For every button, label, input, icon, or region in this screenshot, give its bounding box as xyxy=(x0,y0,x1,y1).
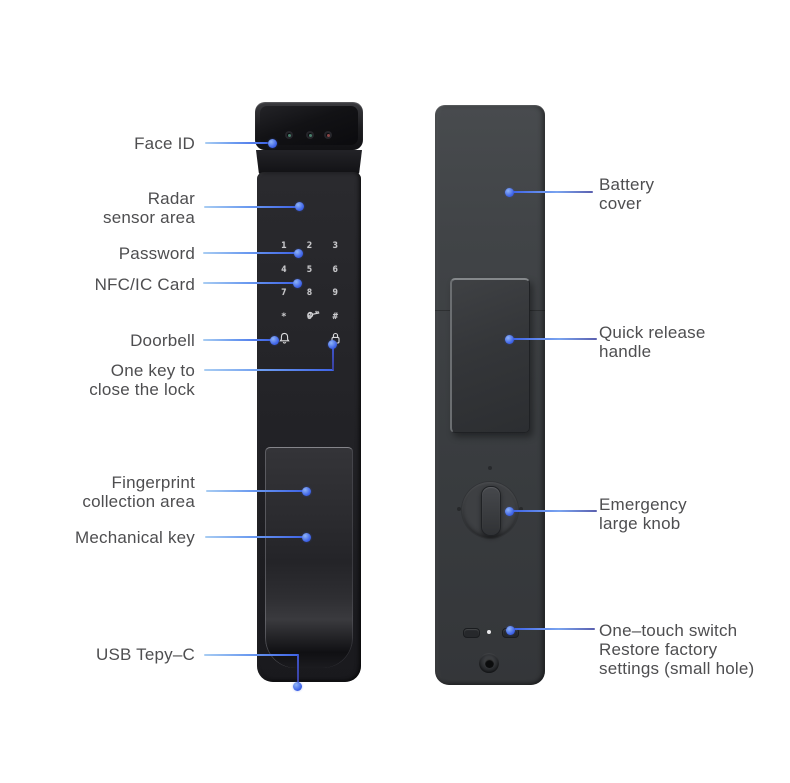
callout-dot-fingerprint xyxy=(302,487,311,496)
callout-line-one-touch xyxy=(514,628,595,630)
label-line: collection area xyxy=(82,492,195,511)
label-line: Fingerprint xyxy=(111,473,195,492)
back-lock-panel xyxy=(435,105,545,685)
label-line: Battery xyxy=(599,175,655,194)
callout-line-nfc xyxy=(203,282,295,284)
label-quick-release-handle: Quick release handle xyxy=(599,323,706,361)
front-lock-body: 1 2 3 4 5 6 7 8 9 * 0 # xyxy=(257,172,361,682)
keypad-key-2: 2 xyxy=(306,240,313,251)
callout-dot-usb xyxy=(293,682,302,691)
callout-line-radar xyxy=(204,206,297,208)
doorbell-icon xyxy=(278,332,291,350)
keypad-key-8: 8 xyxy=(306,288,313,299)
callout-dot-password xyxy=(294,249,303,258)
label-one-key-close: One key to close the lock xyxy=(89,361,195,399)
keypad-key-6: 6 xyxy=(332,264,338,275)
callout-dot-doorbell xyxy=(270,336,279,345)
emergency-knob-grip xyxy=(481,486,501,536)
label-fingerprint-area: Fingerprint collection area xyxy=(82,473,195,511)
callout-dot-radar xyxy=(295,202,304,211)
label-doorbell: Doorbell xyxy=(130,331,195,350)
knob-mark-icon xyxy=(519,507,523,511)
front-lock-panel: 1 2 3 4 5 6 7 8 9 * 0 # xyxy=(255,102,363,682)
keypad-key-9: 9 xyxy=(332,288,338,299)
callout-line-quick-release xyxy=(513,338,597,340)
callout-dot-mechanical-key xyxy=(302,533,311,542)
one-touch-switch-left xyxy=(463,628,480,638)
callout-line-emergency xyxy=(513,510,597,512)
label-line: NFC/IC Card xyxy=(94,275,195,294)
label-line: large knob xyxy=(599,514,681,533)
camera-lens-icon xyxy=(306,131,314,139)
label-emergency-knob: Emergency large knob xyxy=(599,495,687,533)
label-line: sensor area xyxy=(103,208,195,227)
callout-line-doorbell xyxy=(203,339,272,341)
label-line: Mechanical key xyxy=(75,528,195,547)
front-lock-neck xyxy=(256,150,362,176)
knob-mark-icon xyxy=(488,466,492,470)
label-line: Radar xyxy=(147,189,195,208)
callout-line-battery xyxy=(513,191,593,193)
keypad-key-4: 4 xyxy=(281,264,287,275)
quick-release-handle xyxy=(450,278,530,433)
fingerprint-slide-cover xyxy=(265,447,353,668)
label-line: USB Tepy–C xyxy=(95,645,195,664)
label-usb-type-c: USB Tepy–C xyxy=(96,645,195,664)
callout-dot-one-touch xyxy=(506,626,515,635)
label-face-id: Face ID xyxy=(134,134,195,153)
callout-line-one-key-vertical xyxy=(332,347,334,370)
keypad-key-1: 1 xyxy=(281,240,287,251)
callout-line-mechanical-key xyxy=(205,536,304,538)
keypad-key-7: 7 xyxy=(281,288,287,299)
camera-lens-icon xyxy=(324,131,332,139)
label-line: settings (small hole) xyxy=(599,659,755,678)
label-line: close the lock xyxy=(89,380,195,399)
label-line: Restore factory xyxy=(599,640,718,659)
label-line: Face ID xyxy=(134,134,195,153)
label-nfc-ic-card: NFC/IC Card xyxy=(95,275,195,294)
callout-dot-face-id xyxy=(268,139,277,148)
label-line: One key to xyxy=(110,361,195,380)
label-battery-cover: Battery cover xyxy=(599,175,654,213)
callout-line-usb xyxy=(204,654,299,656)
callout-line-usb-vertical xyxy=(297,655,299,684)
power-socket-icon xyxy=(479,653,499,673)
label-line: handle xyxy=(599,342,652,361)
callout-line-one-key xyxy=(204,369,334,371)
callout-line-password xyxy=(203,252,296,254)
keypad: 1 2 3 4 5 6 7 8 9 * 0 # xyxy=(271,234,348,329)
keypad-key-5: 5 xyxy=(306,264,313,275)
callout-line-fingerprint xyxy=(206,490,304,492)
callout-line-face-id xyxy=(205,142,268,144)
label-mechanical-key: Mechanical key xyxy=(75,528,195,547)
factory-reset-hole-icon xyxy=(487,630,491,634)
label-password: Password xyxy=(119,244,195,263)
keypad-key-star: * xyxy=(281,312,287,323)
label-line: cover xyxy=(599,194,642,213)
key-icon xyxy=(305,305,322,326)
callout-dot-quick-release xyxy=(505,335,514,344)
callout-dot-one-key xyxy=(328,340,337,349)
keypad-key-hash: # xyxy=(332,312,338,323)
label-line: Doorbell xyxy=(130,331,195,350)
callout-dot-emergency xyxy=(505,507,514,516)
callout-dot-nfc xyxy=(293,279,302,288)
keypad-key-3: 3 xyxy=(332,240,338,251)
knob-mark-icon xyxy=(457,507,461,511)
callout-dot-battery xyxy=(505,188,514,197)
label-line: Emergency xyxy=(599,495,687,514)
label-one-touch-switch: One–touch switch Restore factory setting… xyxy=(599,621,754,678)
label-line: One–touch switch xyxy=(599,621,738,640)
label-line: Password xyxy=(118,244,195,263)
power-socket-hole xyxy=(484,658,494,668)
camera-lens-icon xyxy=(285,131,293,139)
label-radar-sensor-area: Radar sensor area xyxy=(103,189,195,227)
label-line: Quick release xyxy=(599,323,706,342)
